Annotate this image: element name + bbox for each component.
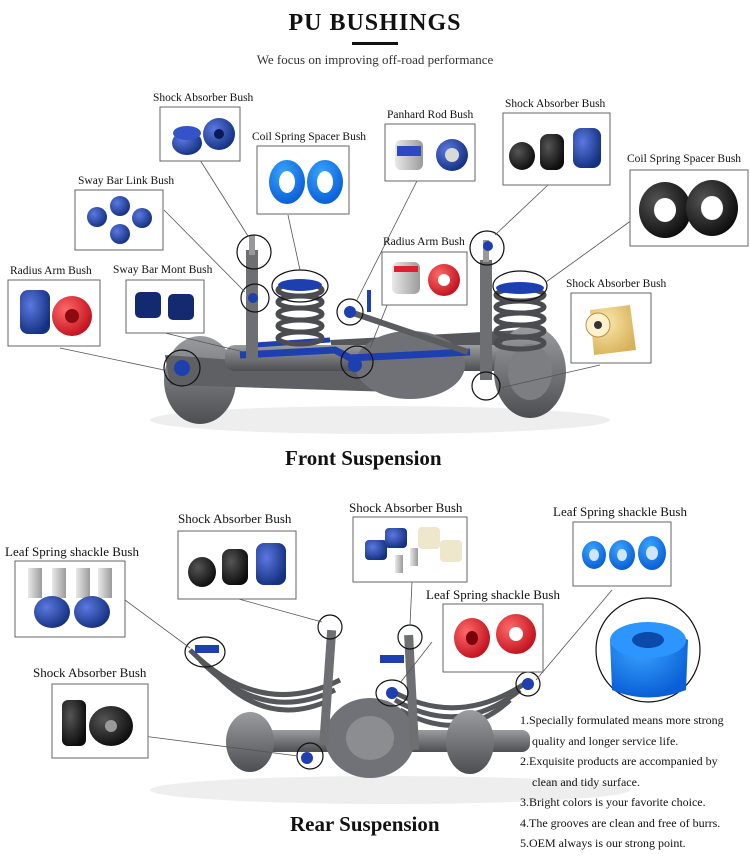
front-shock-absorber-bush-image-1: [159, 106, 241, 162]
label-rear-leaf-spring-shackle-bush-1: Leaf Spring shackle Bush: [553, 504, 687, 519]
rear-shock-absorber-bush-image-3: [51, 683, 149, 759]
label-front-coil-spring-spacer-bush-1: Coil Spring Spacer Bush: [252, 131, 367, 143]
label-rear-leaf-spring-shackle-bush-2: Leaf Spring shackle Bush: [5, 544, 139, 559]
page-subtitle: We focus on improving off-road performan…: [256, 52, 494, 67]
label-front-radius-arm-bush-1: Radius Arm Bush: [10, 265, 92, 277]
label-front-shock-absorber-bush-3: Shock Absorber Bush: [566, 278, 667, 290]
rear-shock-absorber-bush-image-2: [352, 516, 468, 583]
rear-leaf-spring-shackle-bush-image-1: [572, 521, 672, 587]
sway-bar-mont-bush-image: [125, 279, 205, 334]
bushing-closeup-image: [595, 597, 701, 703]
label-rear-shock-absorber-bush-3: Shock Absorber Bush: [33, 665, 147, 680]
feature-list: 1.Specially formulated means more strong…: [520, 710, 748, 854]
label-front-shock-absorber-bush-1: Shock Absorber Bush: [153, 92, 254, 104]
label-panhard-rod-bush: Panhard Rod Bush: [387, 109, 474, 121]
panhard-rod-bush-image: [384, 123, 476, 182]
title-divider: [352, 42, 398, 45]
label-rear-shock-absorber-bush-2: Shock Absorber Bush: [349, 500, 463, 515]
front-coil-spring-spacer-bush-image-1: [256, 145, 350, 215]
label-front-coil-spring-spacer-bush-2: Coil Spring Spacer Bush: [627, 153, 742, 165]
front-suspension-title: Front Suspension: [285, 446, 442, 470]
rear-suspension-title: Rear Suspension: [290, 812, 440, 836]
front-radius-arm-bush-image-2: [381, 251, 468, 306]
feature-line-3: 2.Exquisite products are accompanied by: [520, 754, 718, 768]
feature-line-7: 5.OEM always is our strong point.: [520, 836, 686, 850]
label-rear-leaf-spring-shackle-bush-3: Leaf Spring shackle Bush: [426, 587, 560, 602]
feature-line-5: 3.Bright colors is your favorite choice.: [520, 795, 706, 809]
rear-suspension-assembly: [124, 581, 630, 804]
page-title: PU BUSHINGS: [288, 10, 462, 36]
front-coil-spring-spacer-bush-image-2: [629, 169, 749, 247]
front-shock-absorber-bush-image-2: [502, 112, 611, 186]
feature-line-2: quality and longer service life.: [532, 733, 679, 748]
rear-leaf-spring-shackle-bush-image-3: [442, 603, 544, 673]
front-suspension-assembly: [59, 159, 633, 434]
label-front-shock-absorber-bush-2: Shock Absorber Bush: [505, 98, 606, 110]
label-front-radius-arm-bush-2: Radius Arm Bush: [383, 236, 465, 248]
feature-line-6: 4.The grooves are clean and free of burr…: [520, 815, 721, 830]
rear-shock-absorber-bush-image-1: [177, 530, 297, 600]
feature-line-1: 1.Specially formulated means more strong: [520, 713, 724, 727]
front-shock-absorber-bush-image-3: [570, 292, 652, 364]
front-radius-arm-bush-image-1: [7, 279, 101, 347]
label-rear-shock-absorber-bush-1: Shock Absorber Bush: [178, 511, 292, 526]
feature-line-4: clean and tidy surface.: [532, 774, 640, 789]
label-sway-bar-mont-bush: Sway Bar Mont Bush: [113, 264, 213, 276]
sway-bar-link-bush-image: [74, 189, 164, 251]
rear-leaf-spring-shackle-bush-image-2: [14, 560, 126, 638]
label-sway-bar-link-bush: Sway Bar Link Bush: [78, 175, 175, 187]
